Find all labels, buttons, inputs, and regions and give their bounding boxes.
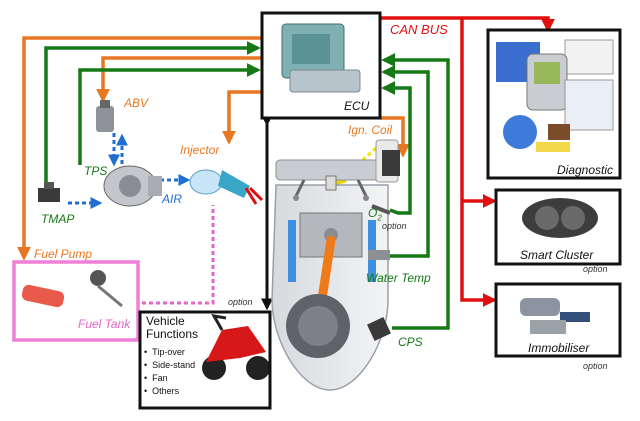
air-flow-lines [68, 133, 191, 209]
ecu-module [281, 23, 361, 93]
orange-output-lines [17, 36, 410, 261]
vehicle-functions-box: Vehicle Functions Tip-over Side-stand Fa… [140, 312, 270, 408]
vehicle-function-item: Fan [144, 372, 195, 385]
fuel-pump-line [17, 36, 262, 261]
scooter-picture [202, 314, 270, 380]
can-bus-diagnostic [380, 16, 555, 33]
abv-line [96, 56, 262, 103]
fuel-line [142, 205, 215, 305]
immobiliser-option: option [583, 361, 608, 371]
cps-label: CPS [398, 335, 423, 349]
ign-coil-label: Ign. Coil [348, 123, 393, 137]
tps-label: TPS [84, 164, 108, 178]
vehicle-functions-frame [138, 310, 272, 410]
green-input-lines [44, 41, 450, 330]
smart-cluster-picture [522, 198, 598, 238]
vehicle-functions-title: Vehicle Functions [146, 315, 198, 341]
ign-coil-line [380, 116, 410, 158]
injector-label: Injector [180, 143, 220, 157]
abv-label: ABV [124, 96, 149, 110]
vehicle-functions-list: Tip-over Side-stand Fan Others [144, 346, 195, 398]
fuel-tank-label: Fuel Tank [78, 317, 131, 331]
o2-sensor-part [371, 204, 391, 215]
air-label: AIR [162, 192, 183, 206]
fuel-pump-part [21, 270, 123, 308]
can-bus-lines [380, 16, 555, 307]
smart-cluster-label: Smart Cluster [520, 248, 594, 262]
smart-cluster-option: option [583, 264, 608, 274]
injector-part [189, 169, 264, 205]
o2-subscript: 2 [377, 213, 382, 223]
water-temp-line [381, 65, 430, 258]
can-bus-immobiliser [460, 18, 497, 307]
vehicle-functions-title-line2: Functions [146, 327, 199, 341]
vehicle-function-item: Others [144, 385, 195, 398]
can-bus-label: CAN BUS [390, 22, 448, 37]
abv-valve [96, 100, 114, 132]
ignition-coil-part [375, 139, 400, 183]
tmap-label: TMAP [41, 212, 75, 226]
immobiliser-picture [520, 298, 590, 334]
vehicle-function-item: Side-stand [144, 359, 195, 372]
water-temp-sensor-part [368, 250, 390, 260]
immobiliser-label: Immobiliser [528, 341, 590, 355]
tps-line [78, 63, 261, 165]
o2-option-label: option [382, 221, 407, 231]
throttle-body [103, 165, 162, 207]
cps-sensor-part [367, 317, 391, 341]
tmap-sensor [38, 182, 60, 202]
o2-main-text: O [368, 206, 378, 220]
vehicle-function-item: Tip-over [144, 346, 195, 359]
ecu-label: ECU [344, 99, 370, 113]
o2-label: O2 [368, 207, 382, 222]
vehicle-functions-option: option [228, 297, 253, 307]
o2-line [381, 81, 412, 215]
diagnostic-label: Diagnostic [557, 163, 614, 177]
tmap-line [44, 41, 261, 182]
vehicle-functions-title-line1: Vehicle [146, 314, 185, 328]
diagnostic-tool-pictures [496, 39, 614, 152]
injector-line [222, 90, 262, 145]
water-temp-label: Water Temp [366, 271, 431, 285]
fuel-pump-label: Fuel Pump [34, 247, 93, 261]
cps-line [381, 53, 450, 330]
